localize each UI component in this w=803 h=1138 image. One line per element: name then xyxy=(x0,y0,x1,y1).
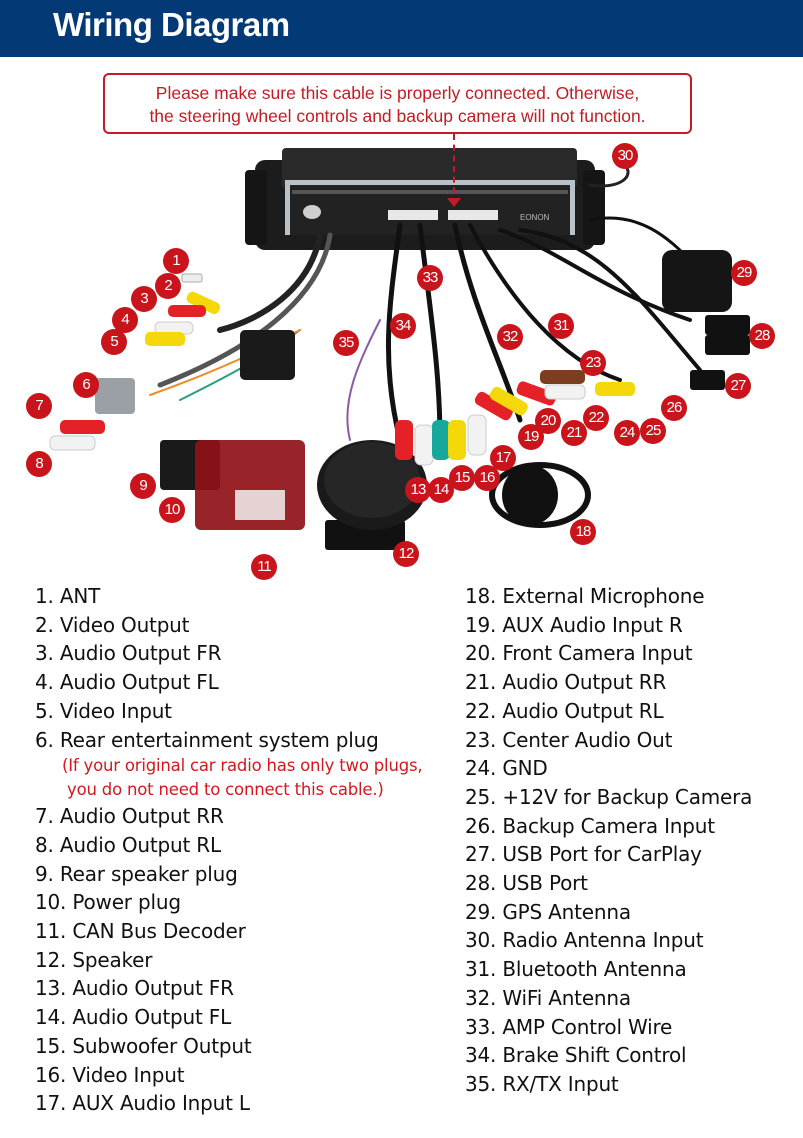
legend-item: 4. Audio Output FL xyxy=(35,670,219,695)
external-microphone xyxy=(489,462,591,528)
badge-2: 2 xyxy=(155,273,181,299)
legend-item: 25. +12V for Backup Camera xyxy=(465,784,753,809)
legend-item: 26. Backup Camera Input xyxy=(465,813,715,838)
legend-item: 29. GPS Antenna xyxy=(465,899,631,924)
badge-35: 35 xyxy=(333,330,359,356)
badge-3: 3 xyxy=(131,286,157,312)
rca-plugs-left xyxy=(49,273,221,451)
legend-item: 27. USB Port for CarPlay xyxy=(465,842,702,867)
legend-note-line-1: (If your original car radio has only two… xyxy=(62,756,423,776)
badge-22: 22 xyxy=(583,405,609,431)
badge-6: 6 xyxy=(73,372,99,398)
legend-item: 28. USB Port xyxy=(465,871,588,896)
brand-label: EONON xyxy=(520,213,550,222)
connectors xyxy=(160,330,305,530)
legend-item: 22. Audio Output RL xyxy=(465,698,664,723)
badge-30: 30 xyxy=(612,143,638,169)
badge-31: 31 xyxy=(548,313,574,339)
badge-11: 11 xyxy=(251,554,277,580)
rca-plugs-center xyxy=(395,370,635,466)
badge-1: 1 xyxy=(163,248,189,274)
legend-item: 20. Front Camera Input xyxy=(465,641,693,666)
speaker xyxy=(317,440,427,550)
legend-item: 21. Audio Output RR xyxy=(465,670,667,695)
badge-34: 34 xyxy=(390,313,416,339)
badge-32: 32 xyxy=(497,324,523,350)
badge-24: 24 xyxy=(614,420,640,446)
legend-item: 18. External Microphone xyxy=(465,584,705,608)
callout-arrow-icon xyxy=(447,198,461,207)
head-unit: EONON xyxy=(245,148,605,250)
badge-4: 4 xyxy=(112,307,138,333)
legend-item: 12. Speaker xyxy=(35,947,153,972)
usb-ports xyxy=(690,315,750,390)
legend-item: 34. Brake Shift Control xyxy=(465,1043,687,1068)
legend-item: 8. Audio Output RL xyxy=(35,832,221,857)
warning-line-1: Please make sure this cable is properly … xyxy=(155,83,640,103)
badge-15: 15 xyxy=(449,465,475,491)
badge-8: 8 xyxy=(26,451,52,477)
badge-5: 5 xyxy=(101,329,127,355)
legend-item: 19. AUX Audio Input R xyxy=(465,612,683,637)
badge-21: 21 xyxy=(561,420,587,446)
legend-item: 6. Rear entertainment system plug xyxy=(35,727,379,752)
legend-item: 31. Bluetooth Antenna xyxy=(465,957,687,982)
legend-note-line-2: you do not need to connect this cable.) xyxy=(62,780,384,800)
cable-bundle xyxy=(149,158,702,443)
legend-item: 9. Rear speaker plug xyxy=(35,861,238,886)
badge-7: 7 xyxy=(26,393,52,419)
header-bar: Wiring Diagram xyxy=(0,0,803,57)
legend-item: 15. Subwoofer Output xyxy=(35,1033,252,1058)
legend-item: 7. Audio Output RR xyxy=(35,804,224,829)
badge-20: 20 xyxy=(535,408,561,434)
head-unit-logo-icon xyxy=(303,205,321,219)
legend-item: 23. Center Audio Out xyxy=(465,727,673,752)
badge-17: 17 xyxy=(490,445,516,471)
legend-item: 16. Video Input xyxy=(35,1062,185,1087)
badge-23: 23 xyxy=(580,350,606,376)
legend-item: 17. AUX Audio Input L xyxy=(35,1091,250,1116)
badge-29: 29 xyxy=(731,260,757,286)
wiring-illustration: EONON xyxy=(49,148,750,550)
legend-left: 1. ANT 2. Video Output 3. Audio Output F… xyxy=(35,582,423,1118)
legend-item: 14. Audio Output FL xyxy=(35,1005,232,1030)
legend-item: 1. ANT xyxy=(35,584,101,608)
badge-10: 10 xyxy=(159,497,185,523)
badge-12: 12 xyxy=(393,541,419,567)
badge-13: 13 xyxy=(405,477,431,503)
legend-item: 11. CAN Bus Decoder xyxy=(35,919,246,944)
legend-item: 35. RX/TX Input xyxy=(465,1071,619,1096)
warning-text: Please make sure this cable is properly … xyxy=(105,82,690,128)
legend-item: 13. Audio Output FR xyxy=(35,976,234,1001)
legend-item: 24. GND xyxy=(465,756,548,781)
legend-item: 33. AMP Control Wire xyxy=(465,1014,673,1039)
callout-pointer-line xyxy=(453,134,455,204)
legend-item: 3. Audio Output FR xyxy=(35,641,222,666)
warning-line-2: the steering wheel controls and backup c… xyxy=(149,106,646,126)
page-title: Wiring Diagram xyxy=(53,6,290,43)
legend-item: 30. Radio Antenna Input xyxy=(465,928,704,953)
badge-27: 27 xyxy=(725,373,751,399)
legend-item: 10. Power plug xyxy=(35,890,181,915)
badge-33: 33 xyxy=(417,265,443,291)
badge-25: 25 xyxy=(640,418,666,444)
badge-18: 18 xyxy=(570,519,596,545)
badge-26: 26 xyxy=(661,395,687,421)
legend-item: 5. Video Input xyxy=(35,698,172,723)
warning-callout: Please make sure this cable is properly … xyxy=(103,73,692,134)
legend-item: 2. Video Output xyxy=(35,612,190,637)
legend-right: 18. External Microphone 19. AUX Audio In… xyxy=(465,582,752,1099)
gps-antenna xyxy=(662,250,732,312)
legend-item: 32. WiFi Antenna xyxy=(465,985,631,1010)
badge-9: 9 xyxy=(130,473,156,499)
badge-28: 28 xyxy=(749,323,775,349)
